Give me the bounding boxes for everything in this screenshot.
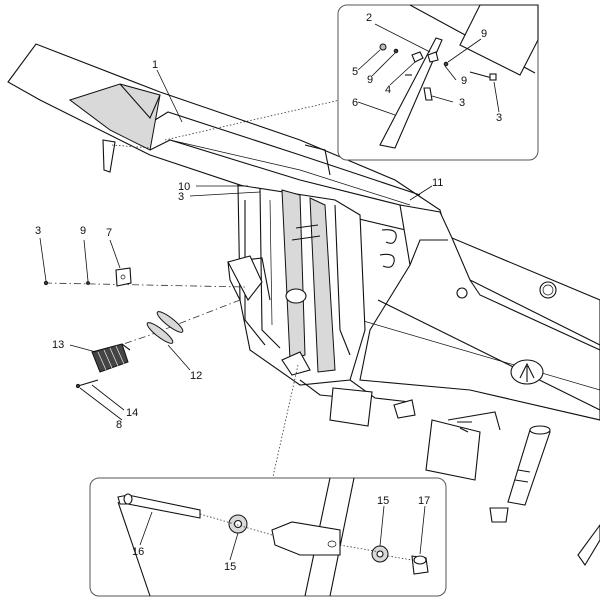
label-3: 3 [496,112,502,124]
part-labels-inset-top: 2 9 5 9 4 9 6 3 3 [352,12,502,124]
label-6: 6 [352,97,358,109]
label-1: 1 [152,59,158,71]
exploded-small-parts [43,267,246,389]
label-17: 17 [418,495,430,507]
label-3: 3 [178,191,184,203]
label-11: 11 [432,177,443,189]
label-3: 3 [459,97,465,109]
inset-top-panel [337,4,539,161]
inset-bottom-panel [89,477,447,597]
part-labels-main: 1 10 3 11 3 9 7 13 12 14 8 [35,59,443,431]
label-9: 9 [367,74,373,86]
label-9: 9 [80,225,86,237]
label-2: 2 [366,12,372,24]
label-10: 10 [178,181,190,193]
label-13: 13 [52,339,64,351]
label-15: 15 [377,495,389,507]
main-frame-assembly [7,43,600,567]
label-12: 12 [190,370,202,382]
label-8: 8 [116,419,122,431]
label-9: 9 [461,75,467,87]
label-15: 15 [224,561,236,573]
leader-lines [39,23,500,561]
callout-line-bottom [269,364,299,491]
label-14: 14 [126,407,138,419]
part-labels-inset-bottom: 16 15 15 17 [132,495,430,573]
label-3: 3 [35,225,41,237]
label-16: 16 [132,546,144,558]
label-7: 7 [106,227,112,239]
label-4: 4 [385,84,391,96]
label-9: 9 [481,28,487,40]
label-5: 5 [352,66,358,78]
